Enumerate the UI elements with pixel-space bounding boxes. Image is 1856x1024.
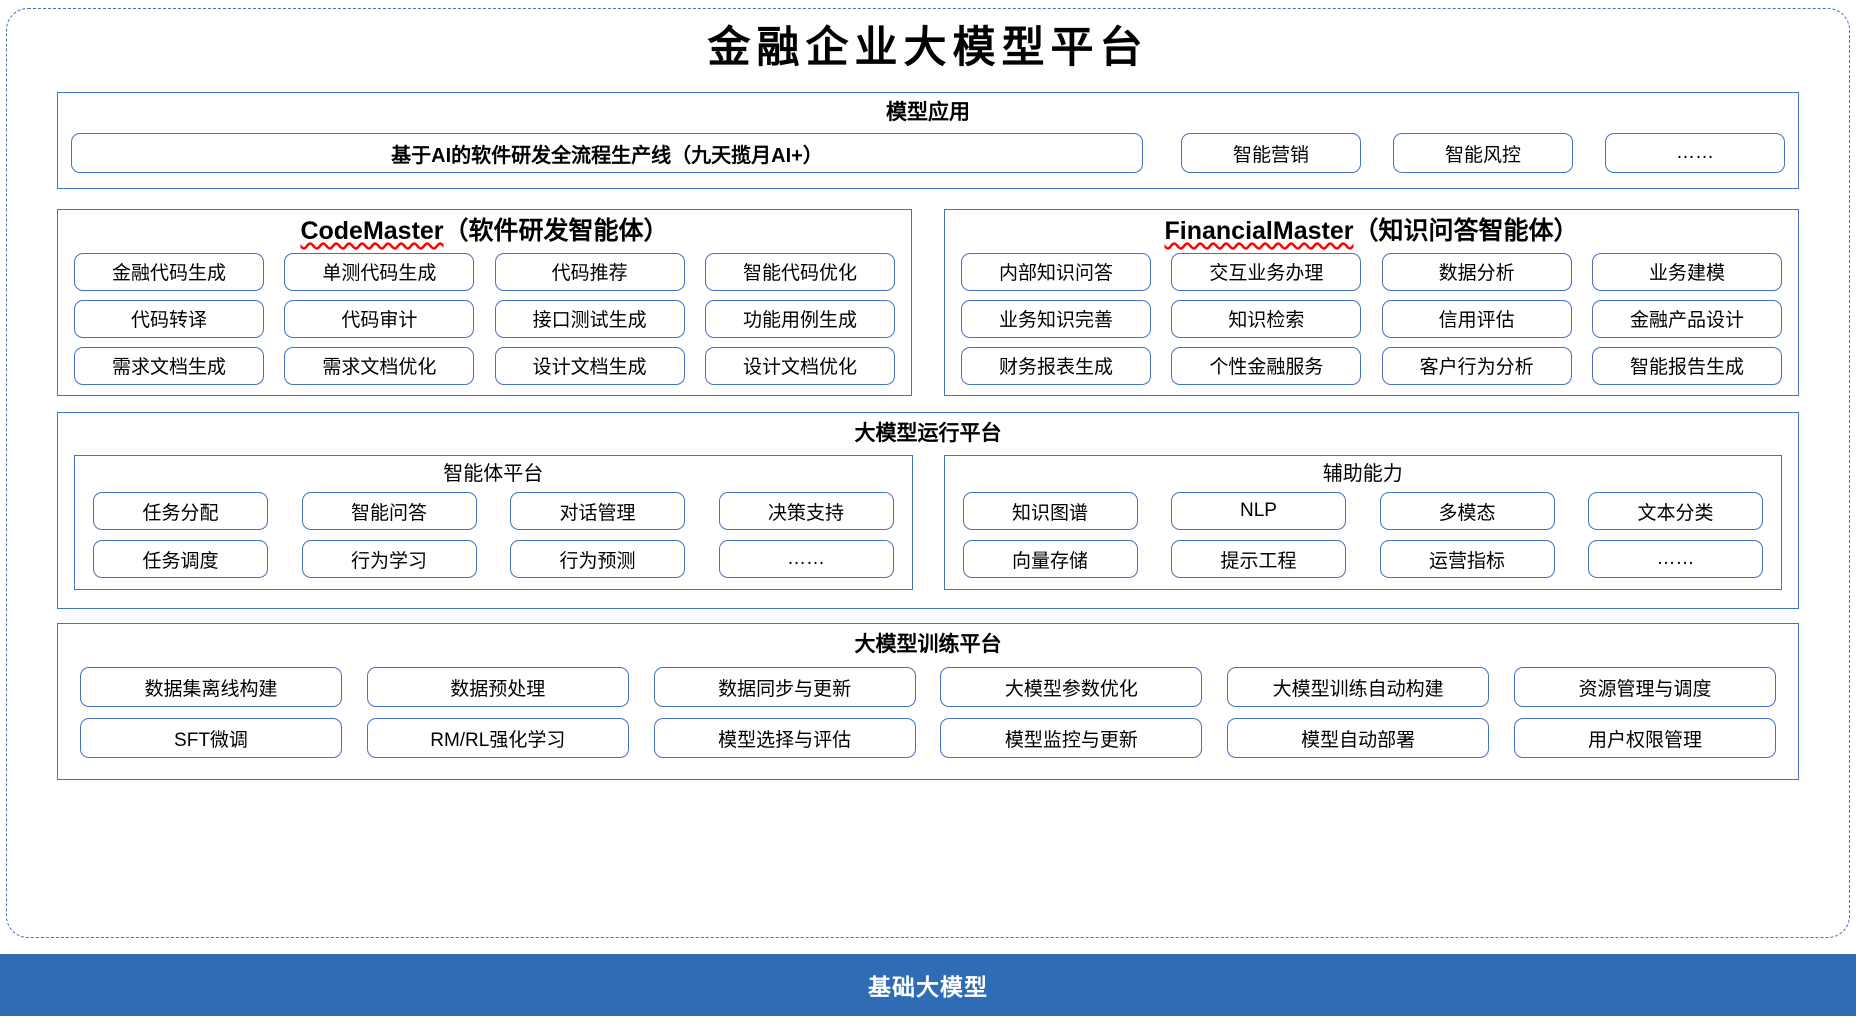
capability-chip[interactable]: 功能用例生成: [704, 299, 895, 338]
capability-chip[interactable]: 知识图谱: [962, 492, 1138, 530]
agent-platform-row-1: 任务分配 智能问答 对话管理 决策支持: [93, 492, 894, 530]
financial-master-row-1: 内部知识问答 交互业务办理 数据分析 业务建模: [961, 252, 1782, 291]
model-application-chips: 智能营销 智能风控 ……: [1181, 133, 1785, 173]
section-code-master: CodeMaster（软件研发智能体） 金融代码生成 单测代码生成 代码推荐 智…: [57, 209, 912, 396]
subsection-agent-platform: 智能体平台 任务分配 智能问答 对话管理 决策支持 任务调度 行为学习 行为预测…: [74, 455, 913, 590]
capability-chip[interactable]: 个性金融服务: [1171, 346, 1362, 385]
code-master-row-2: 代码转译 代码审计 接口测试生成 功能用例生成: [74, 299, 895, 338]
section-foundation-model-bar: 基础大模型: [0, 954, 1856, 1016]
section-financial-master: FinancialMaster（知识问答智能体） 内部知识问答 交互业务办理 数…: [944, 209, 1799, 396]
capability-chip[interactable]: 金融代码生成: [74, 252, 264, 291]
capability-chip[interactable]: 需求文档生成: [74, 346, 264, 385]
training-row-2: SFT微调 RM/RL强化学习 模型选择与评估 模型监控与更新 模型自动部署 用…: [80, 718, 1776, 758]
auxiliary-row-1: 知识图谱 NLP 多模态 文本分类: [962, 492, 1763, 530]
capability-chip[interactable]: 任务调度: [93, 540, 268, 578]
subsection-auxiliary-capabilities: 辅助能力 知识图谱 NLP 多模态 文本分类 向量存储 提示工程 运营指标 ……: [943, 455, 1782, 590]
section-runtime-platform: 大模型运行平台 智能体平台 任务分配 智能问答 对话管理 决策支持 任务调度 行…: [57, 412, 1799, 609]
capability-chip[interactable]: 文本分类: [1588, 492, 1763, 530]
section-title-runtime-platform: 大模型运行平台: [854, 422, 1002, 445]
capability-chip[interactable]: 大模型参数优化: [940, 667, 1203, 707]
capability-chip[interactable]: 需求文档优化: [284, 346, 475, 385]
capability-chip[interactable]: 数据集离线构建: [80, 667, 342, 707]
capability-chip[interactable]: 向量存储: [962, 540, 1138, 578]
financial-master-suffix: （知识问答智能体）: [1353, 217, 1579, 245]
capability-chip[interactable]: 数据预处理: [366, 667, 629, 707]
model-applications-body: 基于AI的软件研发全流程生产线（九天揽月AI+） 智能营销 智能风控 ……: [71, 133, 1785, 173]
capability-chip[interactable]: 代码转译: [74, 299, 264, 338]
capability-chip[interactable]: 决策支持: [718, 492, 894, 530]
page-title: 金融企业大模型平台: [707, 23, 1149, 73]
capability-chip[interactable]: 任务分配: [93, 492, 268, 530]
capability-chip-more[interactable]: ……: [718, 540, 894, 578]
capability-chip[interactable]: 交互业务办理: [1171, 252, 1362, 291]
agent-platform-row-2: 任务调度 行为学习 行为预测 ……: [93, 540, 894, 578]
app-chip-more[interactable]: ……: [1605, 133, 1785, 173]
training-platform-grid: 数据集离线构建 数据预处理 数据同步与更新 大模型参数优化 大模型训练自动构建 …: [80, 667, 1776, 758]
capability-chip[interactable]: 单测代码生成: [284, 252, 475, 291]
foundation-model-label: 基础大模型: [868, 974, 988, 1000]
capability-chip[interactable]: 数据分析: [1381, 252, 1572, 291]
code-master-row-1: 金融代码生成 单测代码生成 代码推荐 智能代码优化: [74, 252, 895, 291]
capability-chip[interactable]: 对话管理: [510, 492, 685, 530]
app-chip-smart-risk-control[interactable]: 智能风控: [1393, 133, 1573, 173]
capability-chip-more[interactable]: ……: [1588, 540, 1763, 578]
capability-chip[interactable]: 资源管理与调度: [1513, 667, 1776, 707]
capability-chip[interactable]: 客户行为分析: [1381, 346, 1572, 385]
capability-chip[interactable]: 运营指标: [1379, 540, 1555, 578]
capability-chip[interactable]: 模型监控与更新: [940, 718, 1203, 758]
app-banner-ai-software-pipeline[interactable]: 基于AI的软件研发全流程生产线（九天揽月AI+）: [71, 133, 1143, 173]
capability-chip[interactable]: NLP: [1171, 492, 1346, 530]
capability-chip[interactable]: RM/RL强化学习: [366, 718, 629, 758]
financial-master-name: FinancialMaster: [1164, 217, 1354, 245]
financial-master-row-3: 财务报表生成 个性金融服务 客户行为分析 智能报告生成: [961, 346, 1782, 385]
capability-chip[interactable]: 智能问答: [301, 492, 477, 530]
training-row-1: 数据集离线构建 数据预处理 数据同步与更新 大模型参数优化 大模型训练自动构建 …: [80, 667, 1776, 707]
subsection-title-auxiliary-capabilities: 辅助能力: [1322, 463, 1403, 485]
capability-chip[interactable]: 设计文档优化: [704, 346, 895, 385]
capability-chip[interactable]: 代码审计: [284, 299, 475, 338]
section-title-financial-master: FinancialMaster（知识问答智能体）: [945, 217, 1798, 246]
capability-chip[interactable]: 财务报表生成: [961, 346, 1151, 385]
runtime-platform-body: 智能体平台 任务分配 智能问答 对话管理 决策支持 任务调度 行为学习 行为预测…: [74, 455, 1782, 590]
capability-chip[interactable]: 业务建模: [1591, 252, 1782, 291]
subsection-title-agent-platform: 智能体平台: [443, 463, 544, 485]
code-master-capability-grid: 金融代码生成 单测代码生成 代码推荐 智能代码优化 代码转译 代码审计 接口测试…: [74, 252, 895, 385]
capability-chip[interactable]: 智能代码优化: [704, 252, 895, 291]
capability-chip[interactable]: 用户权限管理: [1513, 718, 1776, 758]
agent-platform-grid: 任务分配 智能问答 对话管理 决策支持 任务调度 行为学习 行为预测 ……: [93, 492, 894, 578]
section-title-code-master: CodeMaster（软件研发智能体）: [58, 217, 911, 246]
code-master-name: CodeMaster: [300, 217, 444, 245]
capability-chip[interactable]: 行为学习: [301, 540, 477, 578]
capability-chip[interactable]: 模型自动部署: [1227, 718, 1490, 758]
section-model-applications: 模型应用 基于AI的软件研发全流程生产线（九天揽月AI+） 智能营销 智能风控 …: [57, 92, 1799, 189]
financial-master-capability-grid: 内部知识问答 交互业务办理 数据分析 业务建模 业务知识完善 知识检索 信用评估…: [961, 252, 1782, 385]
section-title-model-applications: 模型应用: [886, 101, 970, 124]
capability-chip[interactable]: 金融产品设计: [1591, 299, 1782, 338]
app-chip-smart-marketing[interactable]: 智能营销: [1181, 133, 1361, 173]
capability-chip[interactable]: 多模态: [1379, 492, 1555, 530]
capability-chip[interactable]: 模型选择与评估: [653, 718, 916, 758]
code-master-suffix: （软件研发智能体）: [443, 217, 669, 245]
financial-master-row-2: 业务知识完善 知识检索 信用评估 金融产品设计: [961, 299, 1782, 338]
auxiliary-capabilities-grid: 知识图谱 NLP 多模态 文本分类 向量存储 提示工程 运营指标 ……: [962, 492, 1763, 578]
capability-chip[interactable]: 知识检索: [1171, 299, 1362, 338]
capability-chip[interactable]: 数据同步与更新: [653, 667, 916, 707]
capability-chip[interactable]: 代码推荐: [494, 252, 685, 291]
capability-chip[interactable]: 设计文档生成: [494, 346, 685, 385]
auxiliary-row-2: 向量存储 提示工程 运营指标 ……: [962, 540, 1763, 578]
capability-chip[interactable]: 行为预测: [510, 540, 685, 578]
section-title-training-platform: 大模型训练平台: [854, 633, 1002, 656]
capability-chip[interactable]: 内部知识问答: [961, 252, 1151, 291]
capability-chip[interactable]: 智能报告生成: [1591, 346, 1782, 385]
code-master-row-3: 需求文档生成 需求文档优化 设计文档生成 设计文档优化: [74, 346, 895, 385]
capability-chip[interactable]: 接口测试生成: [494, 299, 685, 338]
capability-chip[interactable]: 大模型训练自动构建: [1227, 667, 1490, 707]
capability-chip[interactable]: SFT微调: [80, 718, 342, 758]
capability-chip[interactable]: 信用评估: [1381, 299, 1572, 338]
capability-chip[interactable]: 业务知识完善: [961, 299, 1151, 338]
capability-chip[interactable]: 提示工程: [1171, 540, 1346, 578]
section-training-platform: 大模型训练平台 数据集离线构建 数据预处理 数据同步与更新 大模型参数优化 大模…: [57, 623, 1799, 780]
